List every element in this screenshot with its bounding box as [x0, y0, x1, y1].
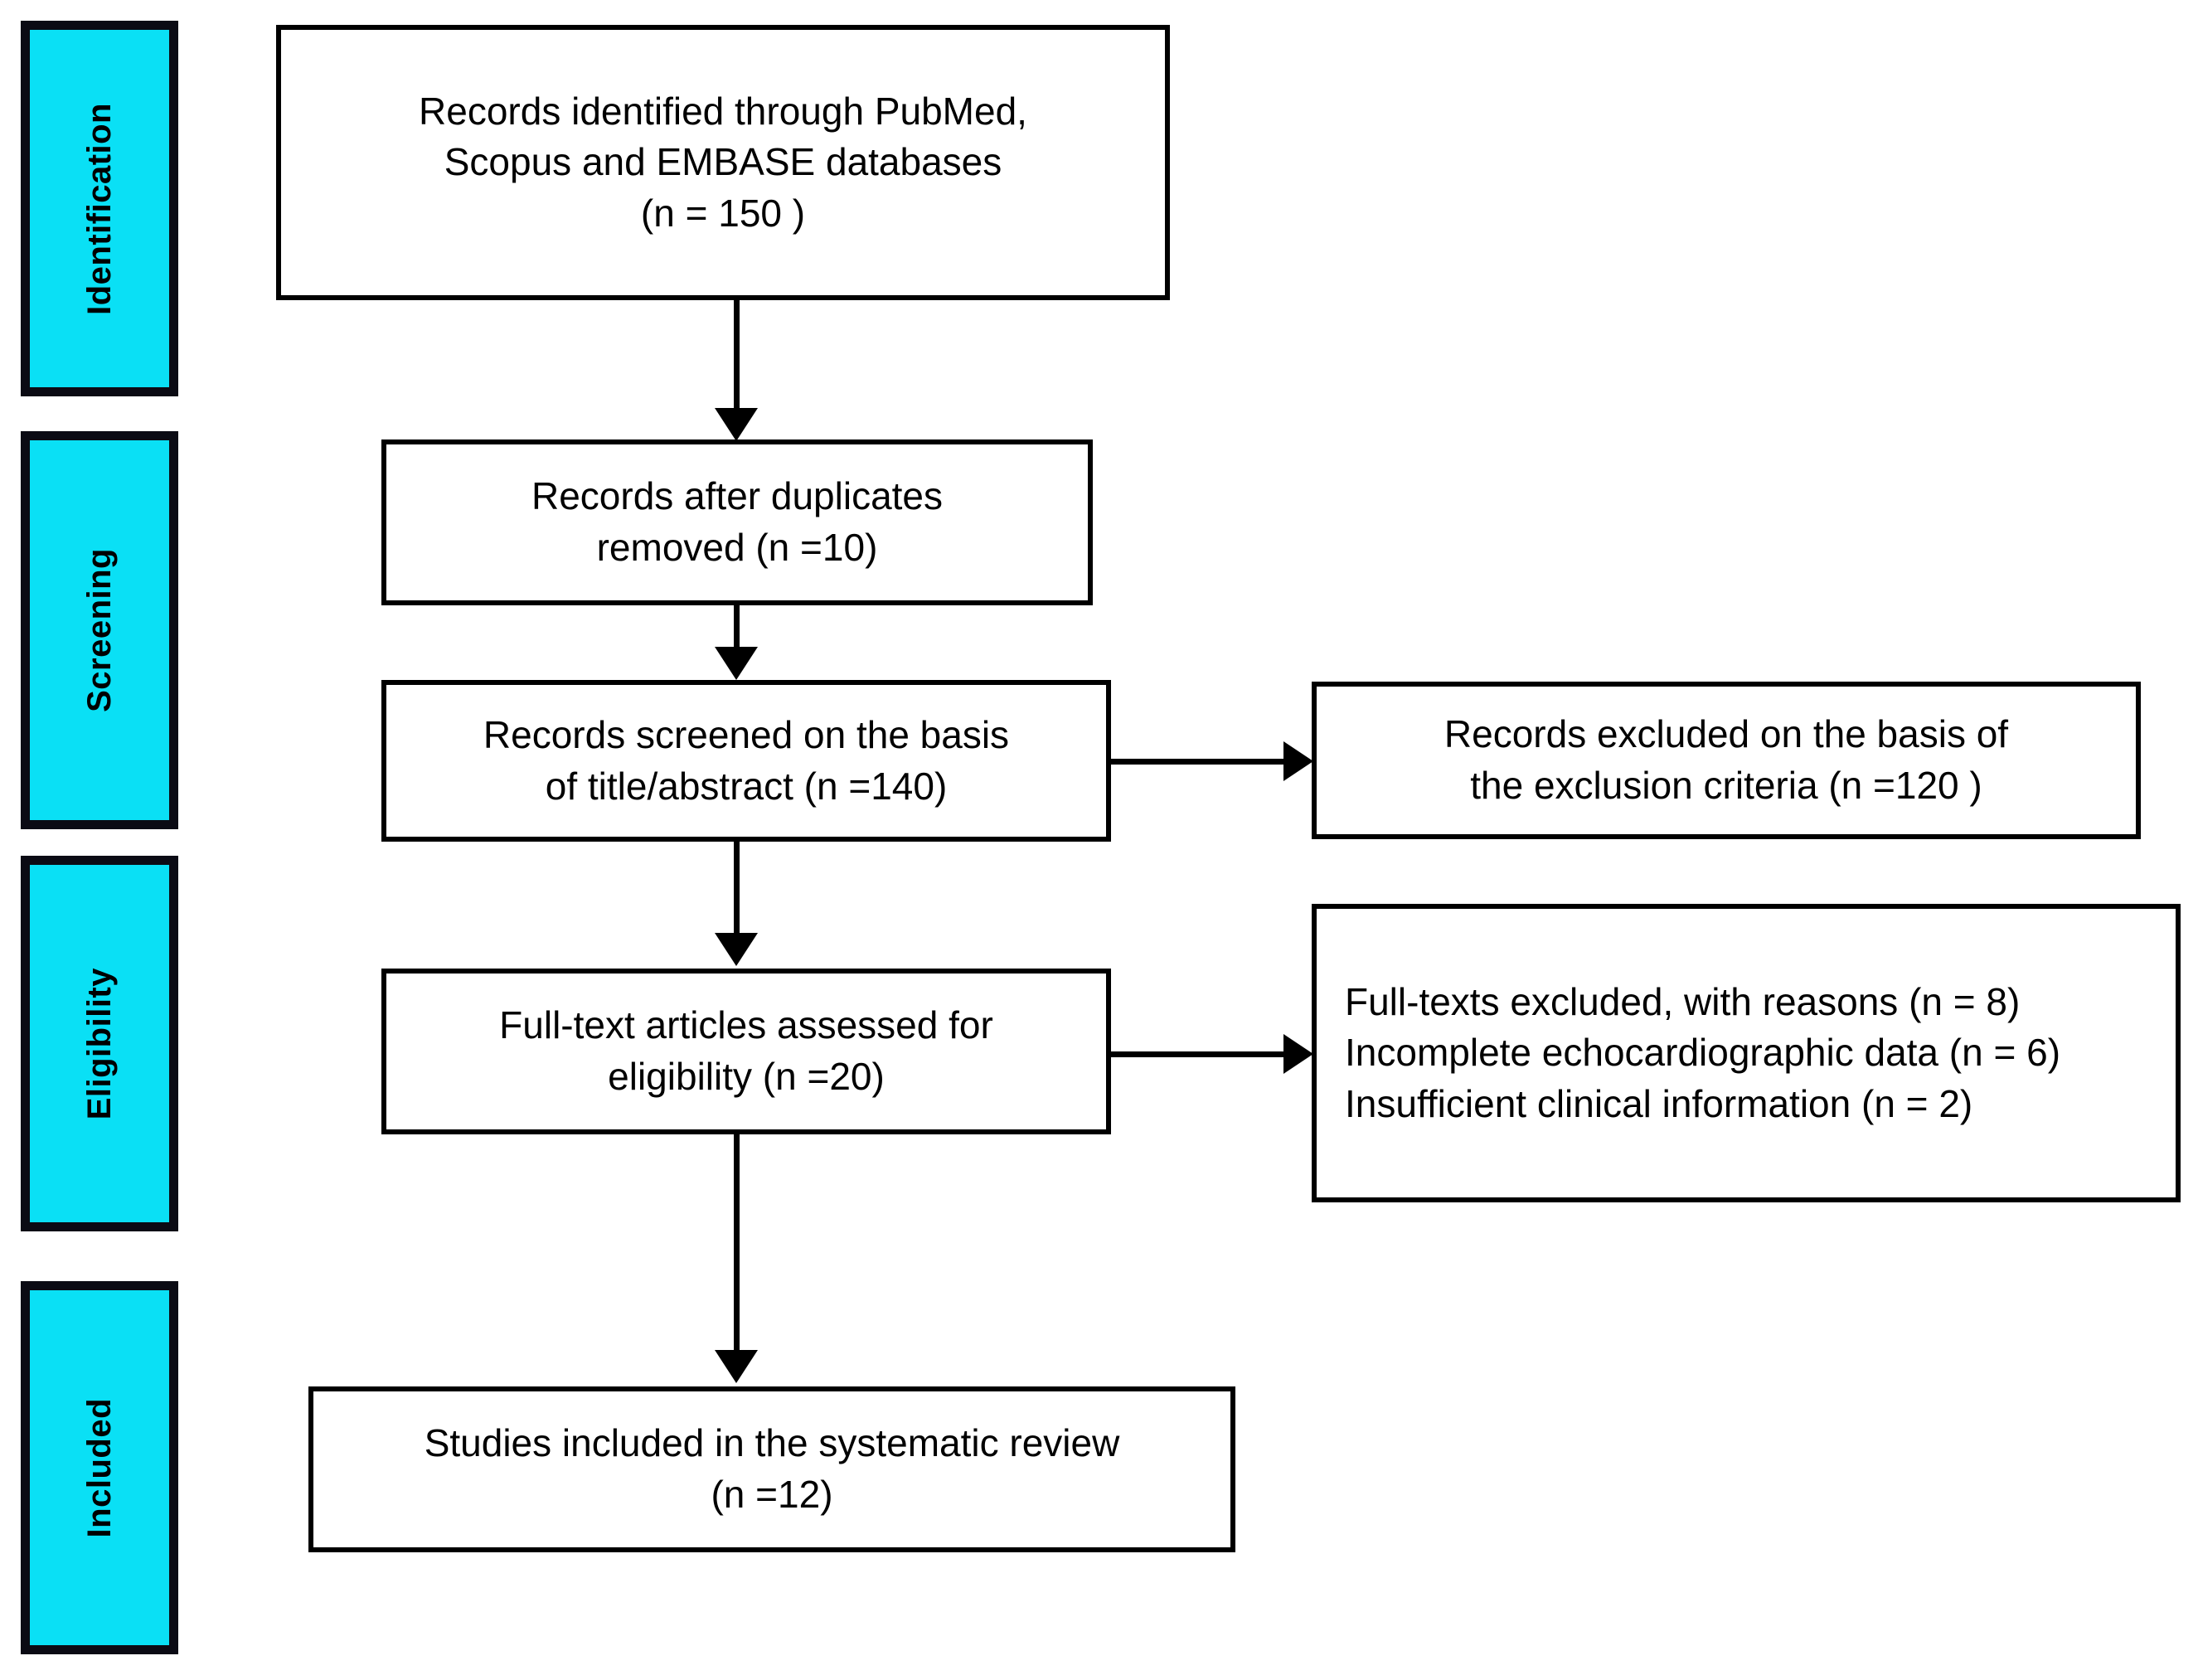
node-records-identified-line-1: Records identified through PubMed,: [419, 89, 1027, 133]
arrow-screened-to-fulltext: [734, 842, 740, 941]
arrow-fulltext-to-fulltext-excluded: [1111, 1051, 1292, 1057]
arrow-screened-to-records-excluded: [1111, 759, 1292, 765]
node-fulltext-assessed: Full-text articles assessed for eligibil…: [381, 969, 1111, 1134]
stage-identification: Identification: [21, 21, 178, 396]
node-studies-included: Studies included in the systematic revie…: [308, 1386, 1235, 1552]
node-studies-included-line-1: Studies included in the systematic revie…: [424, 1421, 1120, 1465]
node-fulltext-assessed-line-1: Full-text articles assessed for: [499, 1003, 993, 1047]
node-fulltext-excluded-line-1: Full-texts excluded, with reasons (n = 8…: [1345, 979, 2021, 1023]
node-records-after-duplicates-line-2: removed (n =10): [596, 526, 878, 569]
stage-screening-label: Screening: [81, 548, 118, 712]
stage-screening: Screening: [21, 431, 178, 829]
node-fulltext-excluded: Full-texts excluded, with reasons (n = 8…: [1312, 904, 2181, 1202]
stage-included-label: Included: [81, 1397, 118, 1538]
stage-eligibility: Eligibility: [21, 856, 178, 1231]
node-records-screened: Records screened on the basis of title/a…: [381, 680, 1111, 842]
arrow-fulltext-to-fulltext-excluded-head: [1283, 1034, 1313, 1074]
arrow-deduplicated-to-screened-head: [715, 647, 758, 680]
node-records-screened-line-2: of title/abstract (n =140): [545, 764, 948, 808]
node-fulltext-assessed-line-2: eligibility (n =20): [608, 1055, 885, 1098]
arrow-screened-to-records-excluded-head: [1283, 741, 1313, 781]
node-records-screened-line-1: Records screened on the basis: [483, 712, 1010, 756]
node-records-identified: Records identified through PubMed, Scopu…: [276, 25, 1170, 300]
node-records-excluded-line-1: Records excluded on the basis of: [1443, 712, 2009, 756]
arrow-deduplicated-to-screened: [734, 605, 740, 653]
node-records-after-duplicates-line-1: Records after duplicates: [531, 474, 944, 518]
arrow-fulltext-to-included-head: [715, 1350, 758, 1383]
node-fulltext-excluded-line-2: Incomplete echocardiographic data (n = 6…: [1345, 1031, 2061, 1075]
node-records-identified-line-3: (n = 150 ): [640, 191, 806, 235]
node-records-identified-line-2: Scopus and EMBASE databases: [444, 140, 1002, 184]
arrow-identified-to-deduplicated: [734, 300, 740, 416]
stage-identification-label: Identification: [81, 102, 118, 315]
stage-included: Included: [21, 1281, 178, 1654]
arrow-fulltext-to-included: [734, 1134, 740, 1358]
arrow-screened-to-fulltext-head: [715, 933, 758, 966]
node-studies-included-line-2: (n =12): [711, 1473, 833, 1516]
arrow-identified-to-deduplicated-head: [715, 408, 758, 441]
node-records-after-duplicates: Records after duplicates removed (n =10): [381, 439, 1093, 605]
node-fulltext-excluded-line-3: Insufficient clinical information (n = 2…: [1345, 1081, 1973, 1125]
node-records-excluded-line-2: the exclusion criteria (n =120 ): [1470, 764, 1982, 807]
node-records-excluded: Records excluded on the basis of the exc…: [1312, 682, 2141, 839]
stage-eligibility-label: Eligibility: [81, 967, 118, 1120]
